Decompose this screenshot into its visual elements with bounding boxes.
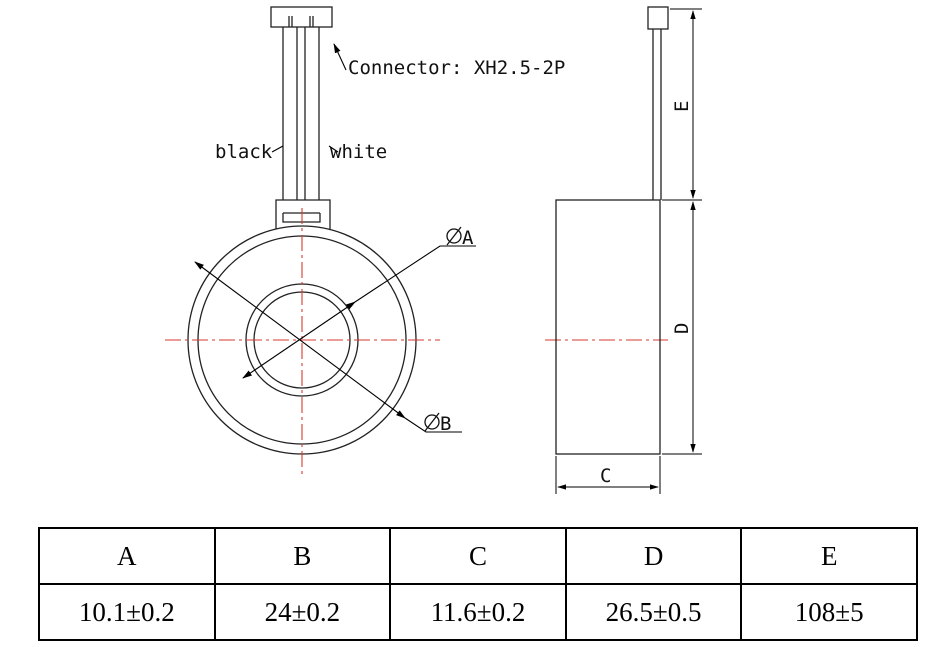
header-cell-d: D: [564, 527, 743, 585]
dia-b-symbol: [424, 412, 440, 432]
value-cell-a: 10.1±0.2: [38, 583, 216, 641]
header-cell-c: C: [389, 527, 567, 585]
wire-black: [282, 27, 298, 200]
connector-pins: [288, 16, 314, 27]
value-cell-c: 11.6±0.2: [389, 583, 567, 641]
dia-b-leader: [194, 261, 406, 419]
dim-e-label: E: [671, 101, 693, 112]
side-view: [555, 6, 669, 455]
dimension-table: A B C D E 10.1±0.2 24±0.2 11.6±0.2 26.5±…: [38, 527, 918, 641]
value-cell-d: 26.5±0.5: [564, 583, 743, 641]
header-cell-a: A: [38, 527, 216, 585]
dia-b-label: B: [440, 413, 451, 435]
dim-c-label: C: [600, 465, 611, 487]
value-cell-b: 24±0.2: [213, 583, 392, 641]
table-value-row: 10.1±0.2 24±0.2 11.6±0.2 26.5±0.5 108±5: [38, 583, 918, 641]
connector-housing: [270, 6, 333, 28]
dia-a-symbol: [446, 226, 462, 246]
header-cell-b: B: [213, 527, 392, 585]
wire-white-label: white: [330, 141, 387, 163]
dim-d-label: D: [671, 323, 693, 334]
side-connector: [647, 6, 669, 30]
header-cell-e: E: [740, 527, 918, 585]
side-wire: [652, 29, 662, 200]
value-cell-e: 108±5: [740, 583, 918, 641]
technical-drawing: Connector: XH2.5-2P black white A B E: [165, 6, 702, 494]
connector-label: Connector: XH2.5-2P: [348, 57, 565, 79]
wire-white: [304, 27, 320, 200]
side-body: [555, 199, 661, 455]
table-header-row: A B C D E: [38, 527, 918, 585]
dia-a-label: A: [462, 227, 474, 249]
wire-exit-tab: [275, 199, 331, 229]
wire-black-label: black: [215, 141, 273, 163]
